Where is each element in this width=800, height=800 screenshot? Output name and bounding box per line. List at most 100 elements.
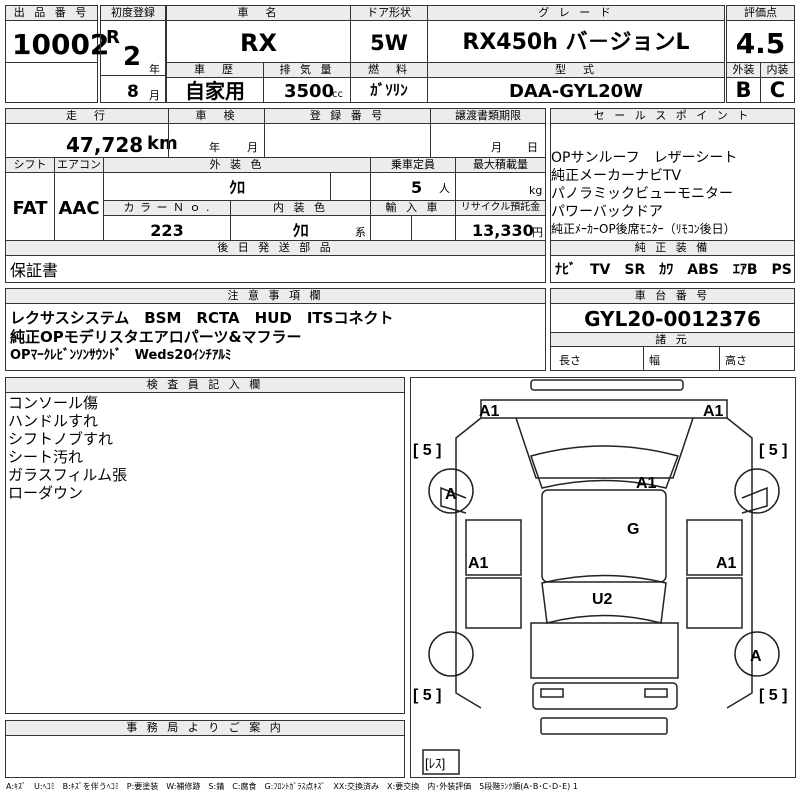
- inspector-line: コンソール傷: [8, 394, 99, 412]
- right-mirror: [741, 486, 768, 514]
- exterior-grade: B: [735, 78, 752, 102]
- divider: [330, 173, 331, 201]
- door-cell: ドア形状 5W: [350, 5, 428, 63]
- fuel: ｶﾞｿﾘﾝ: [370, 81, 408, 99]
- car-diagram: A1 A1 A1 G A1 A1 U2 A A [ 5 ] [ 5 ] [ 5 …: [413, 379, 787, 775]
- capacity-unit: 人: [439, 182, 450, 195]
- mark-front-right: A1: [703, 403, 724, 420]
- chassis-label: 車 台 番 号: [551, 289, 794, 304]
- exterior-color-cell: 外 装 色 ｸﾛ: [103, 157, 371, 201]
- displacement: 3500: [284, 81, 335, 102]
- lot-number-blank: [5, 62, 98, 103]
- month-unit: 月: [149, 89, 160, 102]
- era: R: [106, 27, 120, 48]
- wheel-front-left: [428, 468, 474, 514]
- rear-light-left: [540, 688, 564, 698]
- tire-fr: [ 5 ]: [759, 442, 787, 459]
- spare-box: [422, 749, 460, 775]
- chassis-number: GYL20-0012376: [584, 307, 761, 331]
- lot-number-label: 出 品 番 号: [6, 6, 97, 21]
- year-unit: 年: [149, 63, 160, 76]
- tire-fl: [ 5 ]: [413, 442, 441, 459]
- interior-color-cell: 内 装 色 ｸﾛ 系: [230, 200, 371, 241]
- mark-roof: A1: [636, 475, 657, 492]
- chassis-cell: 車 台 番 号 GYL20-0012376 諸 元 長さ 幅 高さ: [550, 288, 795, 371]
- office-notes-label: 事 務 局 よ り ご 案 内: [6, 721, 404, 736]
- sales-point: 純正ﾒｰｶｰOP後席ﾓﾆﾀｰ（ﾘﾓｺﾝ後日）: [551, 222, 736, 236]
- later-parts: 保証書: [10, 261, 59, 280]
- exterior-label: 外装: [727, 63, 760, 78]
- windshield: [530, 445, 679, 489]
- mileage-unit: km: [147, 133, 178, 154]
- capacity: 5: [411, 178, 423, 197]
- transfer-deadline-cell: 譲渡書類期限 月 日: [430, 108, 546, 158]
- displacement-unit: cc: [332, 89, 343, 100]
- note-line: レクサスシステム BSM RCTA HUD ITSコネクト: [10, 309, 394, 327]
- air-conditioner: AAC: [58, 198, 100, 219]
- front-panel: [480, 399, 728, 419]
- mark-wheel-rr: A: [750, 648, 762, 665]
- score-cell: 評価点 4.5: [726, 5, 795, 63]
- fuel-cell: 燃 料 ｶﾞｿﾘﾝ: [350, 62, 428, 103]
- import-cell: 輸 入 車: [370, 200, 456, 241]
- notes-cell: 注 意 事 項 欄 レクサスシステム BSM RCTA HUD ITSコネクト …: [5, 288, 546, 371]
- car-name-cell: 車 名 RX: [166, 5, 351, 63]
- front-bumper: [530, 379, 684, 391]
- transfer-deadline-label: 譲渡書類期限: [431, 109, 545, 124]
- rear-bumper: [532, 682, 678, 710]
- inspector-line: シート汚れ: [8, 448, 84, 466]
- inspection-year-unit: 年: [209, 141, 220, 154]
- left-rear-door: [465, 577, 522, 629]
- spare-tire: [ﾚｽ]: [425, 756, 445, 771]
- mark-right-side: A1: [716, 555, 737, 572]
- divider: [643, 347, 644, 371]
- recycle-deposit: 13,330: [472, 221, 534, 240]
- inspector-line: ガラスフィルム張: [8, 466, 128, 484]
- inspector-notes-label: 検 査 員 記 入 欄: [6, 378, 404, 393]
- history-cell: 車 歴 自家用: [166, 62, 264, 103]
- recycle-deposit-label: リサイクル預託金: [456, 201, 545, 216]
- transfer-month-unit: 月: [491, 141, 502, 154]
- car-diagram-cell: A1 A1 A1 G A1 A1 U2 A A [ 5 ] [ 5 ] [ 5 …: [410, 377, 796, 778]
- sales-point: 純正メーカーナビTV: [551, 168, 682, 184]
- divider: [101, 75, 165, 76]
- interior-grade: C: [769, 78, 786, 102]
- shift-label: シフト: [6, 158, 54, 173]
- shift: FAT: [12, 198, 48, 219]
- plate-cell: 登 録 番 号: [264, 108, 431, 158]
- divider: [719, 347, 720, 371]
- first-registration-label: 初度登録: [101, 6, 165, 21]
- tire-rl: [ 5 ]: [413, 687, 441, 704]
- score-label: 評価点: [727, 6, 794, 21]
- tire-rr: [ 5 ]: [759, 687, 787, 704]
- grade-cell: グ レ ー ド RX450h バ－ジョンL: [427, 5, 725, 63]
- door-label: ドア形状: [351, 6, 427, 21]
- equipment-list: ﾅﾋﾞ TV SR ｶﾜ ABS ｴｱB PS PW: [555, 262, 800, 278]
- mileage-label: 走 行: [6, 109, 168, 124]
- displacement-cell: 排 気 量 3500 cc: [263, 62, 351, 103]
- sales-point: パワーバックドア: [551, 204, 663, 220]
- history: 自家用: [185, 79, 245, 103]
- exterior-grade-cell: 外装 B: [726, 62, 761, 103]
- max-load-unit: kg: [529, 184, 543, 197]
- max-load-cell: 最大積載量 kg: [455, 157, 546, 201]
- inspector-line: ハンドルすれ: [8, 412, 99, 430]
- right-body: [726, 417, 753, 709]
- ac-cell: エアコン AAC: [54, 157, 104, 241]
- mileage: 47,728: [66, 133, 144, 157]
- legend: A:ｷｽﾞ U:ﾍｺﾐ B:ｷｽﾞを伴うﾍｺﾐ P:要塗装 W:補修跡 S:錆 …: [6, 782, 578, 791]
- interior-label: 内装: [761, 63, 794, 78]
- divider: [411, 216, 412, 241]
- recycle-unit: 円: [532, 226, 543, 239]
- sales-points-cell: セ ー ル ス ポ イ ン ト OPサンルーフ レザーシート 純正メーカーナビT…: [550, 108, 795, 241]
- mark-front-left: A1: [479, 403, 500, 420]
- left-body: [455, 417, 482, 709]
- left-front-door: [465, 519, 522, 576]
- color-number: 223: [150, 221, 184, 240]
- first-registration-cell: 初度登録 R 2 年 8 月: [100, 5, 166, 103]
- specs-label: 諸 元: [551, 332, 794, 347]
- sales-point: OPサンルーフ レザーシート: [551, 150, 738, 166]
- plate-label: 登 録 番 号: [265, 109, 430, 124]
- left-mirror: [440, 486, 467, 514]
- later-parts-label: 後 日 発 送 部 品: [6, 241, 545, 256]
